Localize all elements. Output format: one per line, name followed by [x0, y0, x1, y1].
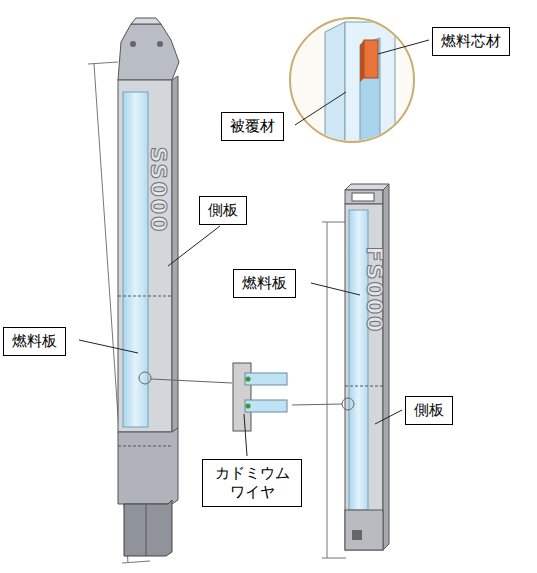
label-box: 燃料芯材: [432, 27, 510, 56]
part-name: 側板: [208, 201, 238, 220]
dimension-line: [88, 62, 346, 563]
label-box: カドミウム ワイヤ: [202, 459, 302, 507]
part-name: 被覆材: [230, 117, 275, 136]
label-box: 燃料板: [233, 269, 296, 298]
label-box: 側板: [405, 396, 453, 425]
part-name: 側板: [414, 401, 444, 420]
label-box: 燃料板: [3, 327, 66, 356]
part-name: 燃料板: [12, 332, 57, 351]
element-marking: FS000: [362, 247, 387, 334]
leader-line: [79, 40, 429, 456]
part-name: 燃料芯材: [441, 32, 501, 51]
label-box: 側板: [199, 196, 247, 225]
cadmium-wire-detail: [233, 363, 287, 431]
magnified-section: [290, 18, 414, 150]
part-name: 燃料板: [242, 274, 287, 293]
label-box: 被覆材: [221, 112, 284, 141]
element-marking: SS000: [146, 147, 171, 234]
fuel-element-ss: [118, 18, 179, 556]
fuel-element-fs: [345, 184, 389, 550]
part-name: カドミウム ワイヤ: [211, 464, 293, 502]
